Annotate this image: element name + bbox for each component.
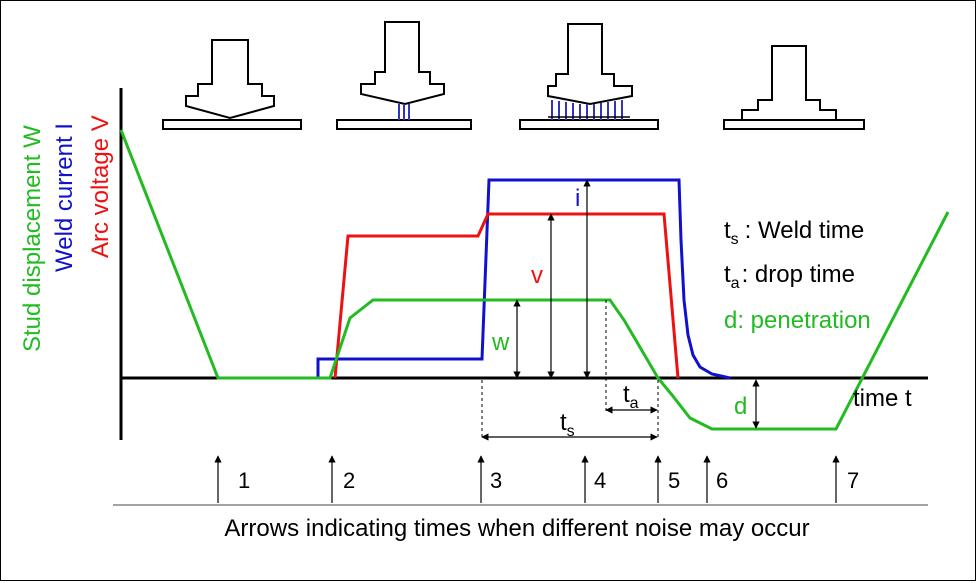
legend-d: d: penetration bbox=[724, 307, 871, 334]
stud-stage-4-illustration bbox=[723, 45, 865, 130]
stud-displacement-curve bbox=[119, 129, 950, 431]
y-label-current: Weld current I bbox=[51, 123, 78, 272]
legend-ts: ts: Weld time bbox=[724, 217, 864, 248]
label-i: i bbox=[575, 185, 580, 212]
label-v: v bbox=[531, 262, 543, 289]
noise-arrows bbox=[214, 455, 840, 503]
noise-label-1: 1 bbox=[238, 468, 250, 493]
noise-label-3: 3 bbox=[490, 468, 502, 493]
noise-label-7: 7 bbox=[847, 468, 859, 493]
label-d: d bbox=[734, 393, 747, 420]
arc-voltage-curve bbox=[333, 212, 680, 379]
x-label-time: time t bbox=[853, 385, 912, 412]
noise-arrow-labels: 1 2 3 4 5 6 7 bbox=[238, 468, 859, 493]
noise-label-2: 2 bbox=[343, 468, 355, 493]
interval-guides bbox=[481, 300, 659, 440]
label-ts: ts bbox=[560, 409, 575, 440]
caption: Arrows indicating times when different n… bbox=[224, 515, 809, 542]
label-ta: ta bbox=[623, 381, 639, 412]
noise-label-5: 5 bbox=[668, 468, 680, 493]
y-label-voltage: Arc voltage V bbox=[87, 115, 114, 258]
stud-stage-3-illustration bbox=[519, 23, 659, 130]
noise-label-4: 4 bbox=[594, 468, 606, 493]
legend: ts: Weld time ta: drop time d: penetrati… bbox=[724, 217, 871, 334]
y-label-displacement: Stud displacement W bbox=[19, 125, 46, 352]
label-w: w bbox=[491, 329, 510, 356]
stud-stage-1-illustration bbox=[162, 39, 302, 130]
arc-stage-3 bbox=[548, 100, 630, 120]
arc-stage-2 bbox=[398, 104, 410, 120]
noise-label-6: 6 bbox=[716, 468, 728, 493]
legend-ta: ta: drop time bbox=[724, 261, 855, 292]
weld-current-curve bbox=[316, 178, 731, 380]
